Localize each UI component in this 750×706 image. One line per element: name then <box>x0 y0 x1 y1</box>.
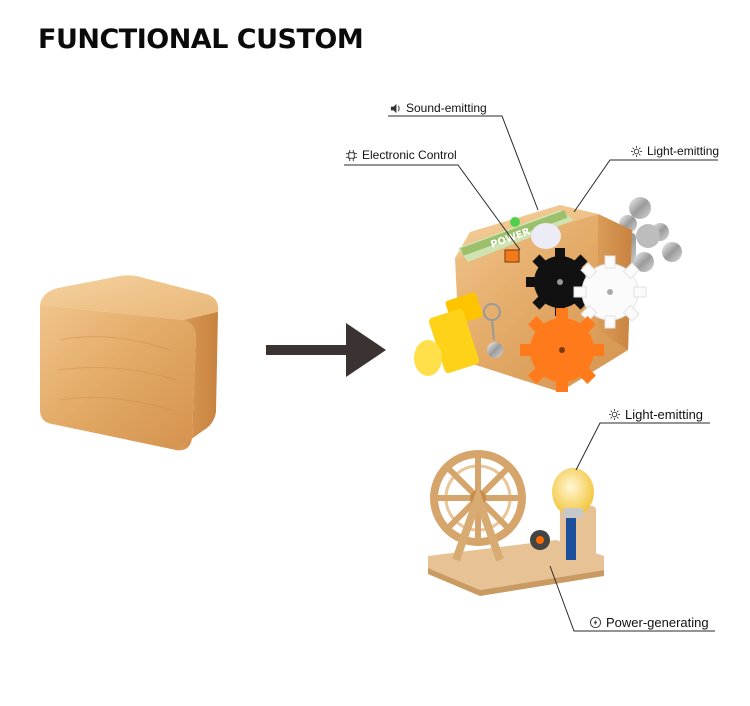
callout-electronic: Electronic Control <box>346 148 457 162</box>
lightning-icon <box>590 617 601 628</box>
chip-icon <box>346 149 357 161</box>
callout-power: Power-generating <box>590 615 709 630</box>
busy-box-product: POWER <box>414 197 682 392</box>
callout-power-text: Power-generating <box>606 615 709 630</box>
callout-electronic-text: Electronic Control <box>362 148 457 162</box>
callout-sound-text: Sound-emitting <box>406 101 487 115</box>
sun-icon <box>609 409 620 420</box>
sun-icon <box>631 145 642 157</box>
generator-model <box>428 450 604 596</box>
callout-sound: Sound-emitting <box>390 101 487 115</box>
callout-light-bottom: Light-emitting <box>609 407 703 422</box>
callout-light-bottom-text: Light-emitting <box>625 407 704 422</box>
callout-light-top: Light-emitting <box>631 144 719 158</box>
callout-light-top-text: Light-emitting <box>647 144 720 158</box>
callout-lines <box>344 115 718 632</box>
page-title: FUNCTIONAL CUSTOM <box>38 24 364 55</box>
wooden-cube <box>40 275 219 451</box>
arrow-right-icon <box>266 323 386 377</box>
speaker-icon <box>390 103 400 113</box>
